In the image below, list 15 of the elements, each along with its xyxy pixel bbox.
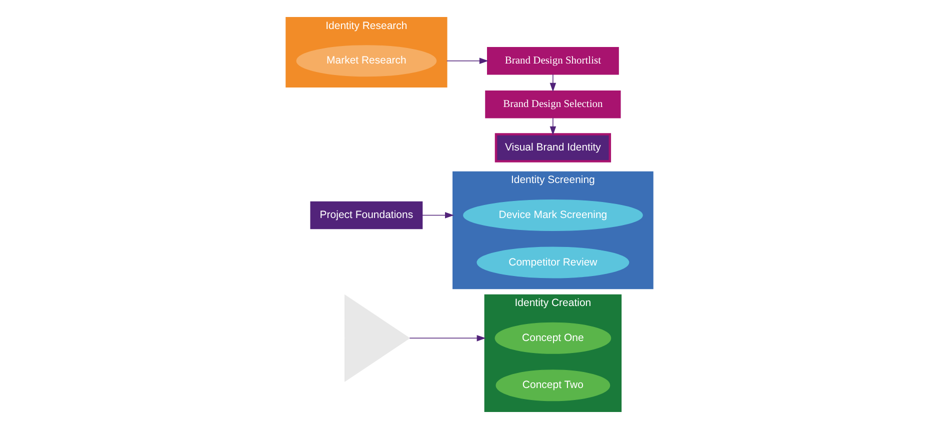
node-ellipse: Device Mark Screening <box>462 200 642 231</box>
node-box: Project Foundations <box>310 201 422 230</box>
arrow <box>549 74 556 92</box>
node-ellipse: Concept Two <box>495 370 610 402</box>
arrow <box>446 58 488 64</box>
node-ellipse: Market Research <box>296 45 436 77</box>
node-box: Brand Design Shortlist <box>486 47 618 75</box>
arrow <box>408 335 486 342</box>
arrow <box>549 118 556 136</box>
node-ellipse: Competitor Review <box>476 246 629 278</box>
node-box: Visual Brand Identity <box>494 133 611 162</box>
arrow <box>422 212 454 218</box>
node-picture <box>344 294 410 382</box>
node-ellipse: Concept One <box>494 322 611 354</box>
node-box: Brand Design Selection <box>484 90 620 118</box>
